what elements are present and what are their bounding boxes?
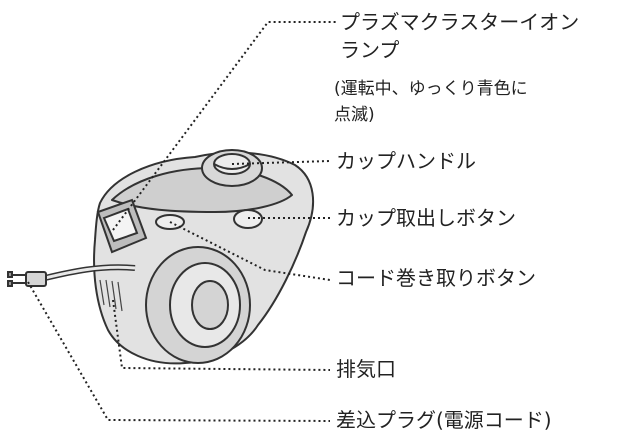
label-plasmacluster-lamp-line1: プラズマクラスターイオン	[340, 10, 580, 34]
leader-lamp	[112, 21, 338, 231]
leader-lines	[27, 21, 338, 422]
power-cord-inner	[44, 265, 136, 280]
lamp-window	[96, 198, 148, 254]
label-lamp-note-line2: 点滅)	[334, 105, 375, 125]
label-exhaust: 排気口	[336, 357, 396, 381]
label-cup-handle: カップハンドル	[336, 149, 476, 173]
label-cup-release-button: カップ取出しボタン	[336, 206, 516, 230]
label-plasmacluster-lamp-line2: ランプ	[340, 38, 400, 62]
label-lamp-note-line1: (運転中、ゆっくり青色に	[334, 79, 528, 99]
label-power-plug: 差込プラグ(電源コード)	[336, 408, 552, 432]
leader-cup-handle	[231, 160, 331, 165]
cup-handle-shape	[201, 149, 263, 187]
wheel	[145, 246, 251, 364]
label-cord-rewind-button: コード巻き取りボタン	[336, 266, 536, 290]
power-plug-shape	[7, 271, 47, 287]
leader-cord-rewind	[169, 221, 331, 281]
exhaust-grille	[99, 279, 123, 312]
